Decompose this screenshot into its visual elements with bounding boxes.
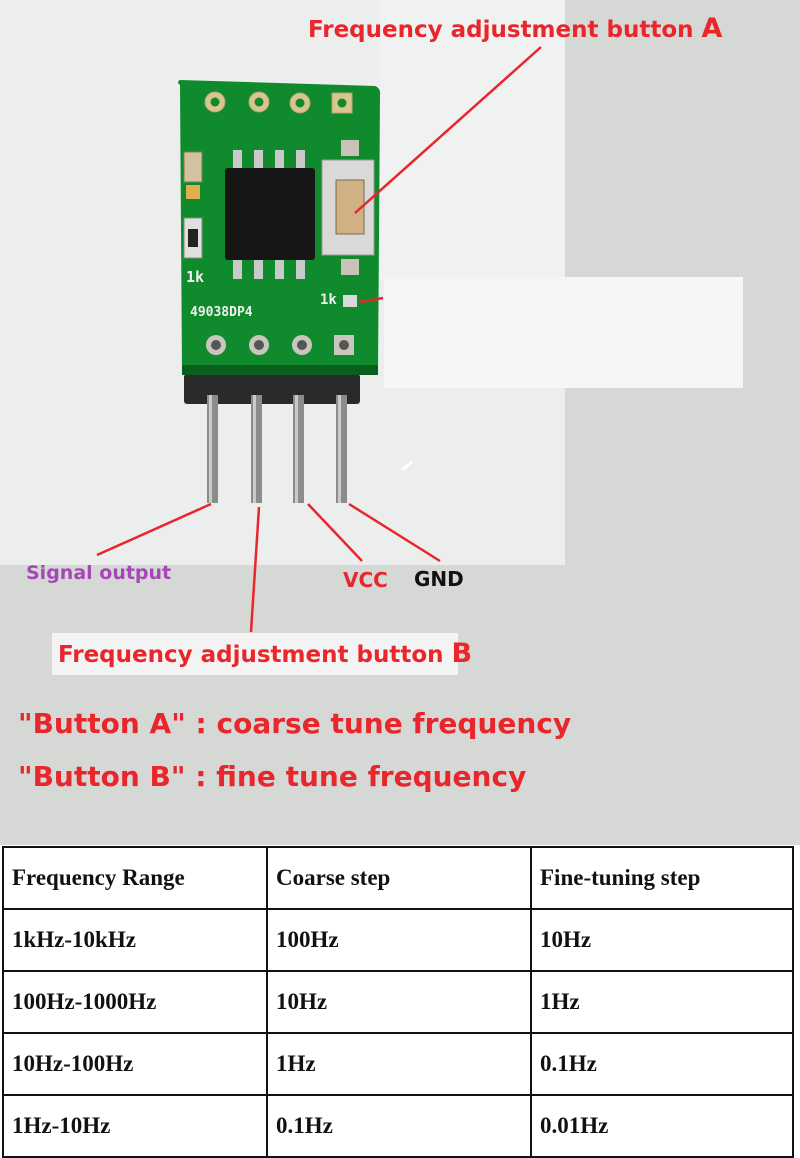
tact-switch <box>321 140 375 275</box>
cell-fine: 10Hz <box>530 908 794 972</box>
table-row: 1kHz-10kHz 100Hz 10Hz <box>2 908 794 972</box>
table-row: 10Hz-100Hz 1Hz 0.1Hz <box>2 1032 794 1096</box>
silkscreen-1k-left: 1k <box>186 268 205 286</box>
button-a-text: Frequency adjustment button <box>308 17 694 43</box>
cell-coarse: 0.1Hz <box>266 1094 532 1158</box>
cell-range: 100Hz-1000Hz <box>2 970 268 1034</box>
header-frequency-range: Frequency Range <box>2 846 268 910</box>
cell-fine: 0.01Hz <box>530 1094 794 1158</box>
photo-background-top <box>380 0 565 280</box>
button-a-label: Frequency adjustment button A <box>308 13 722 44</box>
button-a-letter: A <box>701 13 723 44</box>
blank-label-box <box>384 277 743 388</box>
cell-fine: 1Hz <box>530 970 794 1034</box>
table-row: 100Hz-1000Hz 10Hz 1Hz <box>2 970 794 1034</box>
header-fine-step: Fine-tuning step <box>530 846 794 910</box>
ic-chip <box>225 150 315 279</box>
cell-range: 1kHz-10kHz <box>2 908 268 972</box>
silkscreen-serial: 49038DP4 <box>190 305 253 320</box>
cell-range: 10Hz-100Hz <box>2 1032 268 1096</box>
button-b-label-background <box>52 633 458 675</box>
cell-fine: 0.1Hz <box>530 1032 794 1096</box>
pointer-lines <box>96 46 542 633</box>
module-drawing <box>96 46 542 633</box>
frequency-table: Frequency Range Coarse step Fine-tuning … <box>2 846 794 1158</box>
silkscreen-1k-right: 1k <box>320 292 337 308</box>
table-header-row: Frequency Range Coarse step Fine-tuning … <box>2 846 794 910</box>
vcc-label: VCC <box>343 568 388 592</box>
gnd-label: GND <box>414 567 464 591</box>
button-b-label: Frequency adjustment button B <box>58 638 472 669</box>
note-button-a: "Button A" : coarse tune frequency <box>18 707 572 740</box>
cell-range: 1Hz-10Hz <box>2 1094 268 1158</box>
button-b-letter: B <box>451 638 473 669</box>
frequency-step-table: Frequency Range Coarse step Fine-tuning … <box>2 846 794 1158</box>
signal-output-label: Signal output <box>26 562 172 584</box>
cell-coarse: 1Hz <box>266 1032 532 1096</box>
cell-coarse: 10Hz <box>266 970 532 1034</box>
pcb-board <box>178 80 381 375</box>
header-pins <box>184 374 360 503</box>
header-coarse-step: Coarse step <box>266 846 532 910</box>
product-photo: Frequency adjustment button A Frequency a… <box>0 0 800 845</box>
table-row: 1Hz-10Hz 0.1Hz 0.01Hz <box>2 1094 794 1158</box>
note-button-b: "Button B" : fine tune frequency <box>18 760 527 793</box>
cell-coarse: 100Hz <box>266 908 532 972</box>
button-b-text: Frequency adjustment button <box>58 642 444 668</box>
